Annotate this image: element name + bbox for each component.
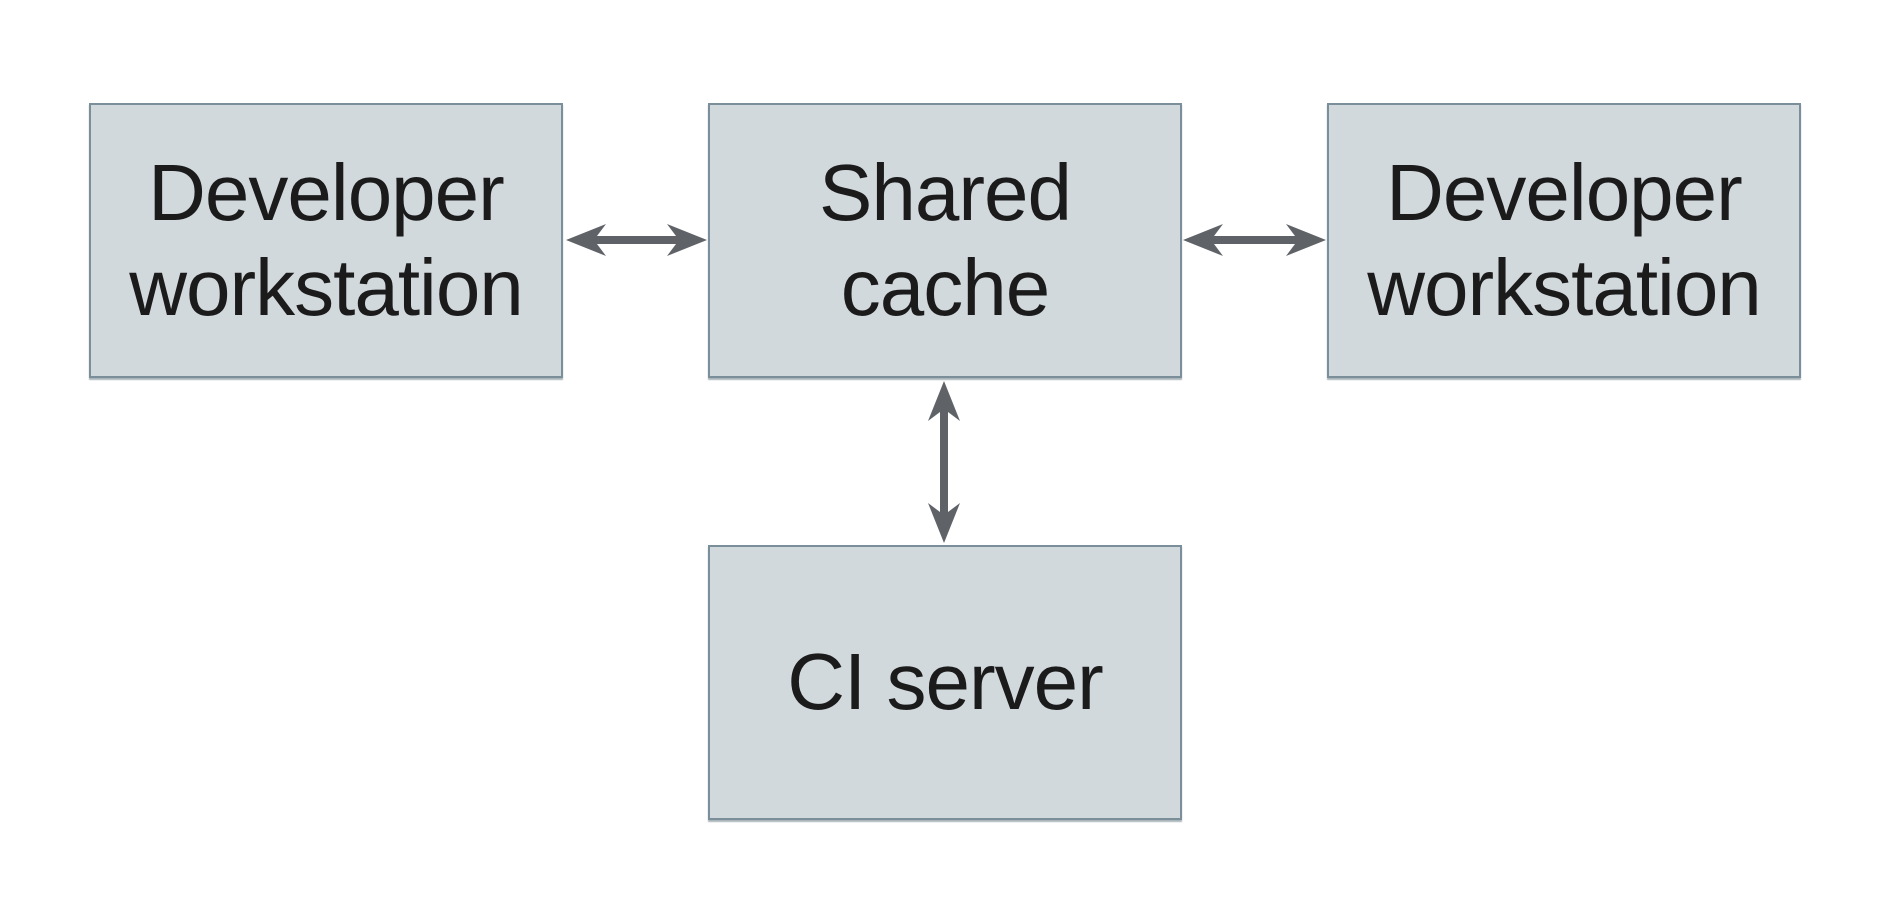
node-shared-cache-label: Shared cache xyxy=(819,148,1072,332)
node-developer-workstation-left: Developer workstation xyxy=(89,103,563,378)
node-ci-server-label: CI server xyxy=(787,637,1103,727)
arrow-shared-cache-workstation-right xyxy=(1183,224,1326,256)
arrow-shared-cache-ci-server xyxy=(928,381,960,543)
node-developer-workstation-left-label: Developer workstation xyxy=(129,148,524,332)
node-ci-server: CI server xyxy=(708,545,1182,820)
node-shared-cache: Shared cache xyxy=(708,103,1182,378)
arrow-workstation-left-shared-cache xyxy=(566,224,707,256)
node-developer-workstation-right: Developer workstation xyxy=(1327,103,1801,378)
node-developer-workstation-right-label: Developer workstation xyxy=(1367,148,1762,332)
